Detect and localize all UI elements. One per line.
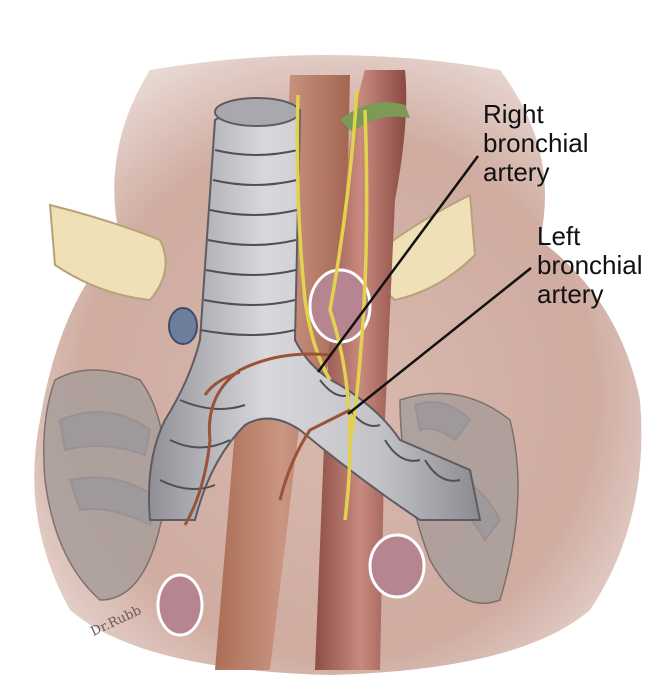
trachea-rings (159, 149, 461, 490)
bronchial-arteries (183, 352, 351, 526)
label-right-bronchial-artery: Right bronchial artery (483, 99, 589, 187)
trachea (148, 103, 482, 521)
label-left-bronchial-artery: Left bronchial artery (537, 221, 643, 309)
trachea-top-opening (214, 97, 300, 127)
left-clavicle (48, 203, 167, 302)
leader-line-right-bronchial-artery (316, 155, 480, 373)
leader-line-left-bronchial-artery (347, 267, 532, 415)
vessel-green (340, 102, 410, 132)
